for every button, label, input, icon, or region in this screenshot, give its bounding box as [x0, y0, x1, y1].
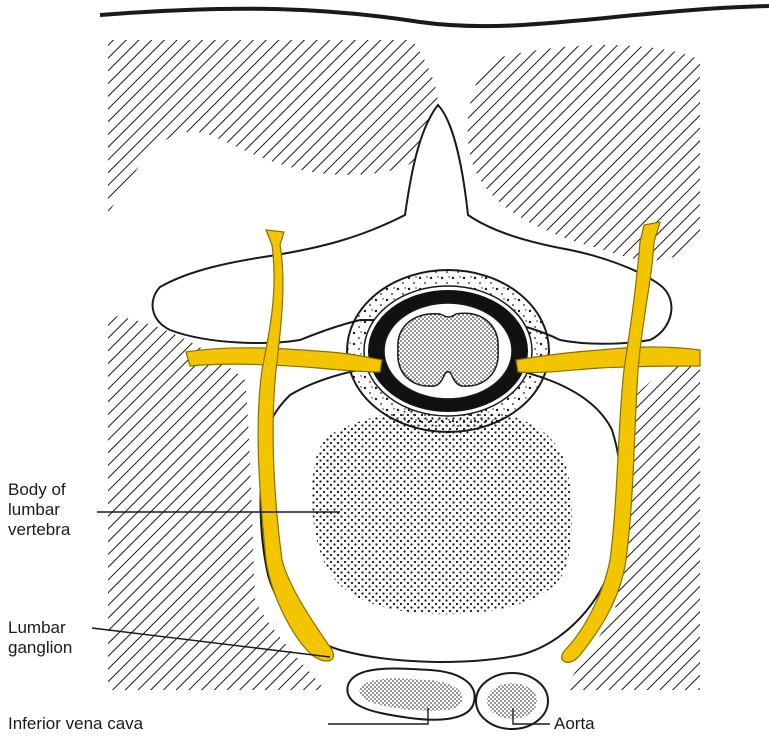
label-inferior-vena-cava: Inferior vena cava	[8, 714, 143, 734]
label-line: lumbar	[8, 500, 70, 520]
label-line: ganglion	[8, 638, 72, 658]
label-aorta: Aorta	[554, 714, 595, 734]
label-line: Body of	[8, 480, 70, 500]
aorta-lumen	[487, 683, 537, 719]
left-back-muscle	[108, 40, 438, 215]
label-lumbar-ganglion: Lumbar ganglion	[8, 618, 72, 658]
label-line: vertebra	[8, 520, 70, 540]
vertebral-body-cancellous-bone	[312, 408, 572, 614]
skin-surface-line	[100, 6, 769, 26]
label-line: Lumbar	[8, 618, 72, 638]
label-body-of-vertebra: Body of lumbar vertebra	[8, 480, 70, 540]
right-back-muscle	[468, 45, 700, 260]
